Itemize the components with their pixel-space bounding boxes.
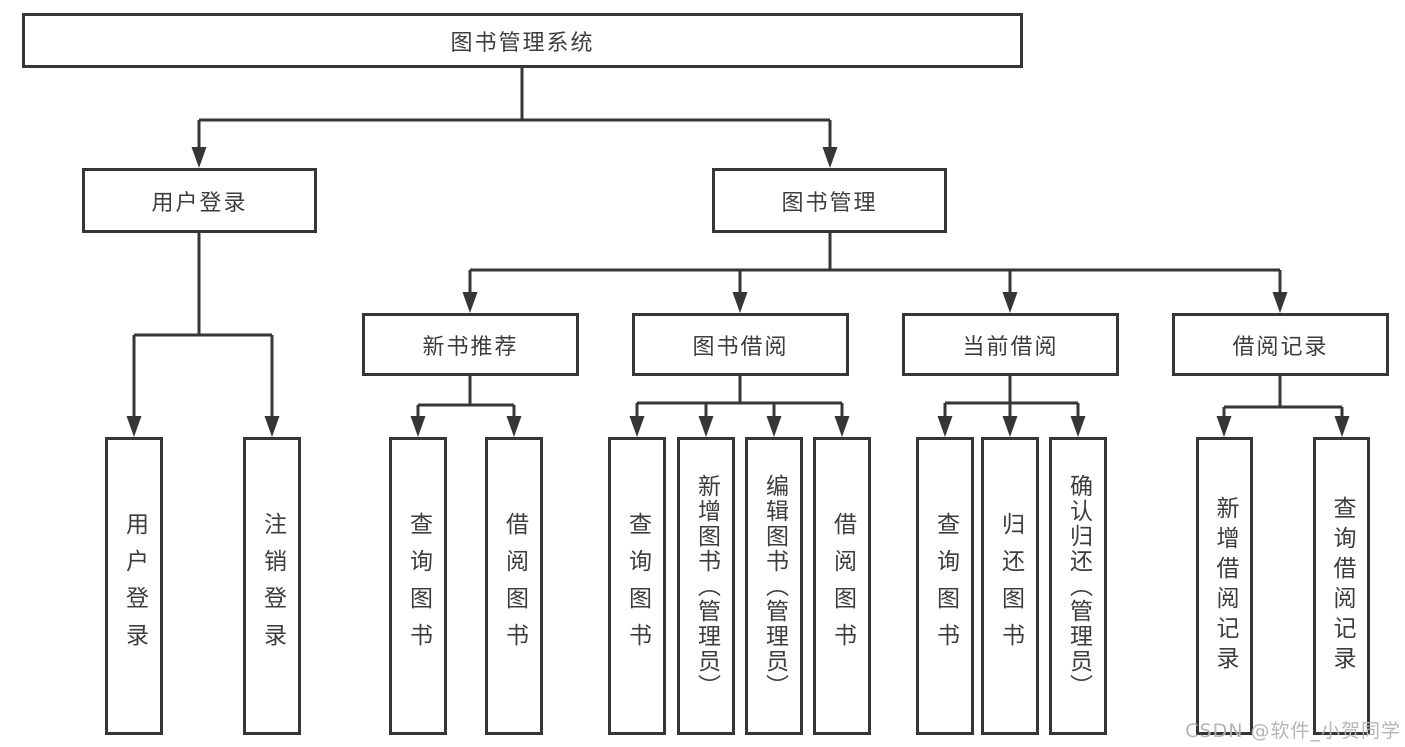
leaf-query-borrow-record-label: 查询借阅记录 — [1329, 496, 1355, 676]
leaf-logout-label: 注销登录 — [259, 512, 286, 660]
leaf-query-books-2-label: 查询图书 — [624, 512, 651, 660]
node-system: 图书管理系统 — [22, 13, 1023, 68]
leaf-borrow-books-2-label: 借阅图书 — [829, 512, 856, 660]
leaf-return-book-label: 归还图书 — [997, 512, 1024, 660]
leaf-edit-book-admin: 编辑图书（管理员） — [745, 437, 803, 735]
node-book-borrow: 图书借阅 — [632, 313, 849, 376]
node-book-management-label: 图书管理 — [781, 190, 878, 216]
watermark: CSDN @软件_小贺同学 — [1185, 720, 1401, 742]
node-current-borrow-label: 当前借阅 — [962, 334, 1059, 360]
node-current-borrow: 当前借阅 — [902, 313, 1119, 376]
arrowheads — [126, 147, 1350, 437]
leaf-query-books-1-label: 查询图书 — [405, 512, 432, 660]
leaf-add-borrow-record-label: 新增借阅记录 — [1212, 496, 1238, 676]
leaf-add-borrow-record: 新增借阅记录 — [1196, 437, 1253, 735]
node-system-label: 图书管理系统 — [450, 30, 595, 56]
node-new-book-recommend-label: 新书推荐 — [422, 334, 519, 360]
node-book-borrow-label: 图书借阅 — [692, 334, 789, 360]
leaf-edit-book-admin-label: 编辑图书（管理员） — [761, 473, 788, 699]
node-user-login: 用户登录 — [82, 168, 317, 233]
node-borrow-records-label: 借阅记录 — [1232, 334, 1329, 360]
node-book-management: 图书管理 — [712, 168, 947, 233]
leaf-user-login: 用户登录 — [105, 437, 163, 735]
leaf-add-book-admin: 新增图书（管理员） — [677, 437, 735, 735]
leaf-confirm-return-admin-label: 确认归还（管理员） — [1065, 473, 1092, 699]
leaf-query-books-2: 查询图书 — [608, 437, 666, 735]
leaf-user-login-label: 用户登录 — [121, 512, 148, 660]
leaf-borrow-books-1: 借阅图书 — [485, 437, 543, 735]
leaf-borrow-books-1-label: 借阅图书 — [501, 512, 528, 660]
leaf-confirm-return-admin: 确认归还（管理员） — [1049, 437, 1107, 735]
leaf-return-book: 归还图书 — [981, 437, 1039, 735]
leaf-query-borrow-record: 查询借阅记录 — [1313, 437, 1370, 735]
leaf-query-books-3: 查询图书 — [916, 437, 974, 735]
node-new-book-recommend: 新书推荐 — [362, 313, 579, 376]
leaf-query-books-1: 查询图书 — [389, 437, 447, 735]
leaf-add-book-admin-label: 新增图书（管理员） — [693, 473, 720, 699]
node-borrow-records: 借阅记录 — [1172, 313, 1389, 376]
leaf-borrow-books-2: 借阅图书 — [813, 437, 871, 735]
leaf-query-books-3-label: 查询图书 — [932, 512, 959, 660]
node-user-login-label: 用户登录 — [151, 190, 248, 216]
leaf-logout: 注销登录 — [243, 437, 301, 735]
